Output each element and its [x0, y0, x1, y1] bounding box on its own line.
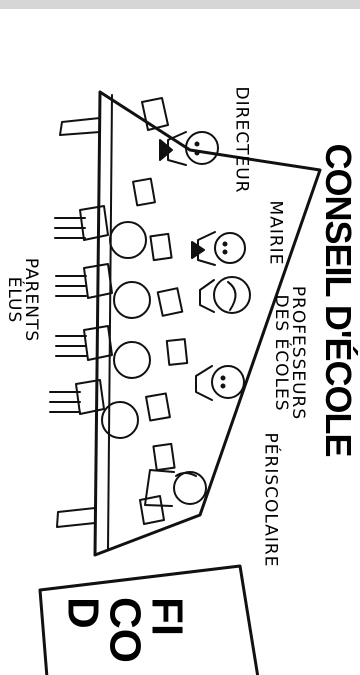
- person-mairie: [191, 231, 246, 266]
- label-professeurs: PROFESSEURS DES ÉCOLES: [271, 285, 308, 421]
- label-parents-line1: PARENTS: [21, 257, 41, 343]
- label-professeurs-line2: DES ÉCOLES: [271, 294, 291, 412]
- person-parent-4: [49, 379, 139, 439]
- status-bar: [0, 0, 360, 9]
- person-professeur-1: [199, 276, 251, 314]
- sign-line-1: FI: [142, 597, 192, 637]
- sign-text: FI CO D: [59, 597, 192, 663]
- person-professeur-2: [195, 365, 245, 401]
- sign-line-3: D: [59, 597, 109, 629]
- page-title: CONSEIL D'ÉCOLE: [318, 143, 359, 457]
- conference-table: [93, 90, 322, 557]
- label-mairie: MAIRIE: [265, 200, 286, 266]
- sign-line-2: CO: [100, 597, 150, 663]
- person-periscolaire: [139, 469, 207, 525]
- label-parents-elus: PARENTS ÉLUS: [4, 257, 41, 343]
- person-directeur: [141, 97, 219, 166]
- person-parent-2: [55, 263, 151, 319]
- label-periscolaire: PÉRISCOLAIRE: [260, 432, 281, 568]
- label-professeurs-line1: PROFESSEURS: [288, 285, 308, 421]
- label-directeur: DIRECTEUR: [231, 86, 252, 194]
- label-parents-line2: ÉLUS: [4, 276, 24, 324]
- person-parent-1: [54, 205, 147, 259]
- person-parent-3: [55, 325, 151, 379]
- sign-board: [38, 564, 260, 675]
